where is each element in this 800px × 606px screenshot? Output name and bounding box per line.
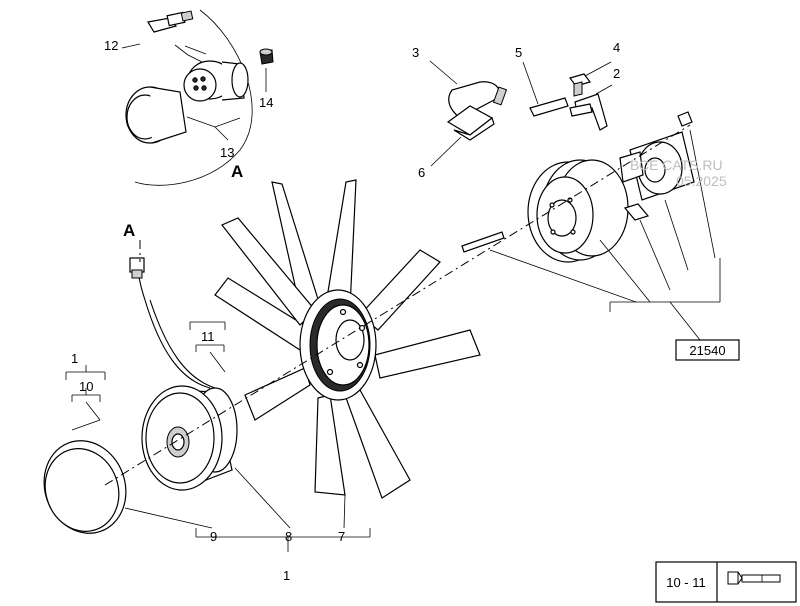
fan-7 [214,179,481,499]
pulley-assembly [527,159,629,263]
callout-11: 11 [201,329,215,344]
belt-9 [43,440,127,534]
stud-bolt [461,231,505,253]
callout-detail-a-top: A [231,162,243,181]
callout-5: 5 [515,45,522,60]
viscous-coupling-8 [129,257,238,491]
callout-3: 3 [412,45,419,60]
callout-6: 6 [418,165,425,180]
callout-1-left: 1 [71,351,78,366]
connector-housing [125,60,249,144]
connector-pin [147,10,194,33]
page-ref-box[interactable]: 10 - 11 [655,561,797,603]
callout-9: 9 [210,529,217,544]
callout-7: 7 [338,529,345,544]
callout-10: 10 [79,379,93,394]
bracket-clamp [446,73,608,141]
watermark-line2: 05.2025 [676,173,727,189]
center-axis [104,124,691,486]
hub-bearing [619,111,695,221]
callout-14: 14 [259,95,273,110]
callout-12: 12 [104,38,118,53]
callout-1-bottom: 1 [283,568,290,583]
callout-8: 8 [285,529,292,544]
callout-4: 4 [613,40,620,55]
page-ref-label: 10 - 11 [666,575,706,590]
ref-box-label: 21540 [689,343,725,358]
callout-2: 2 [613,66,620,81]
leader-lines [65,60,721,552]
ref-box-21540[interactable]: 21540 [675,339,740,361]
protective-cap [259,48,274,65]
callout-13: 13 [220,145,234,160]
bolt-icon [727,571,781,585]
callout-detail-a-bottom: A [123,221,135,240]
detail-a-group [121,9,274,186]
watermark-line1: ВСЕ CATS.RU [630,157,723,173]
